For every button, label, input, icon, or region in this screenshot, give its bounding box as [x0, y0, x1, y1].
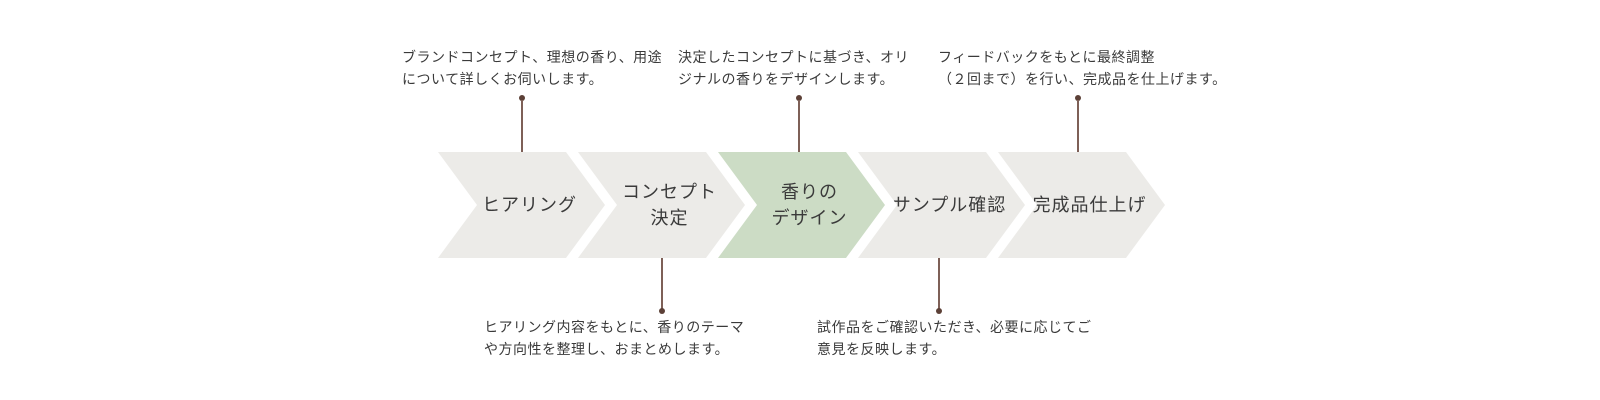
step-hearing: ヒアリング	[438, 152, 605, 258]
connector-dot	[936, 308, 942, 314]
step-sample-check: サンプル確認	[858, 152, 1025, 258]
annotation-sample-check: 試作品をご確認いただき、必要に応じてご 意見を反映します。	[817, 319, 1092, 358]
step-concept-decision: コンセプト 決定	[578, 152, 745, 258]
connector-line	[661, 258, 663, 310]
connector-line	[1077, 100, 1079, 152]
step-label: ヒアリング	[482, 194, 577, 215]
annotation-fragrance-design: 決定したコンセプトに基づき、オリ ジナルの香りをデザインします。	[678, 49, 910, 88]
step-label: コンセプト 決定	[622, 181, 717, 228]
connector-dot	[659, 308, 665, 314]
connector-dot	[1075, 95, 1081, 101]
step-label: 香りの デザイン	[771, 181, 848, 228]
connector-line	[798, 100, 800, 152]
connector-line	[938, 258, 940, 310]
connector-dot	[519, 95, 525, 101]
connector-line	[521, 100, 523, 152]
connector-dot	[796, 95, 802, 101]
annotation-final-product: フィードバックをもとに最終調整 （２回まで）を行い、完成品を仕上げます。	[938, 49, 1227, 88]
annotation-hearing: ブランドコンセプト、理想の香り、用途 について詳しくお伺いします。	[402, 49, 663, 88]
step-label: サンプル確認	[892, 194, 1007, 215]
step-fragrance-design: 香りの デザイン	[718, 152, 885, 258]
annotation-concept-decision: ヒアリング内容をもとに、香りのテーマ や方向性を整理し、おまとめします。	[484, 319, 745, 358]
step-label: 完成品仕上げ	[1032, 194, 1147, 215]
